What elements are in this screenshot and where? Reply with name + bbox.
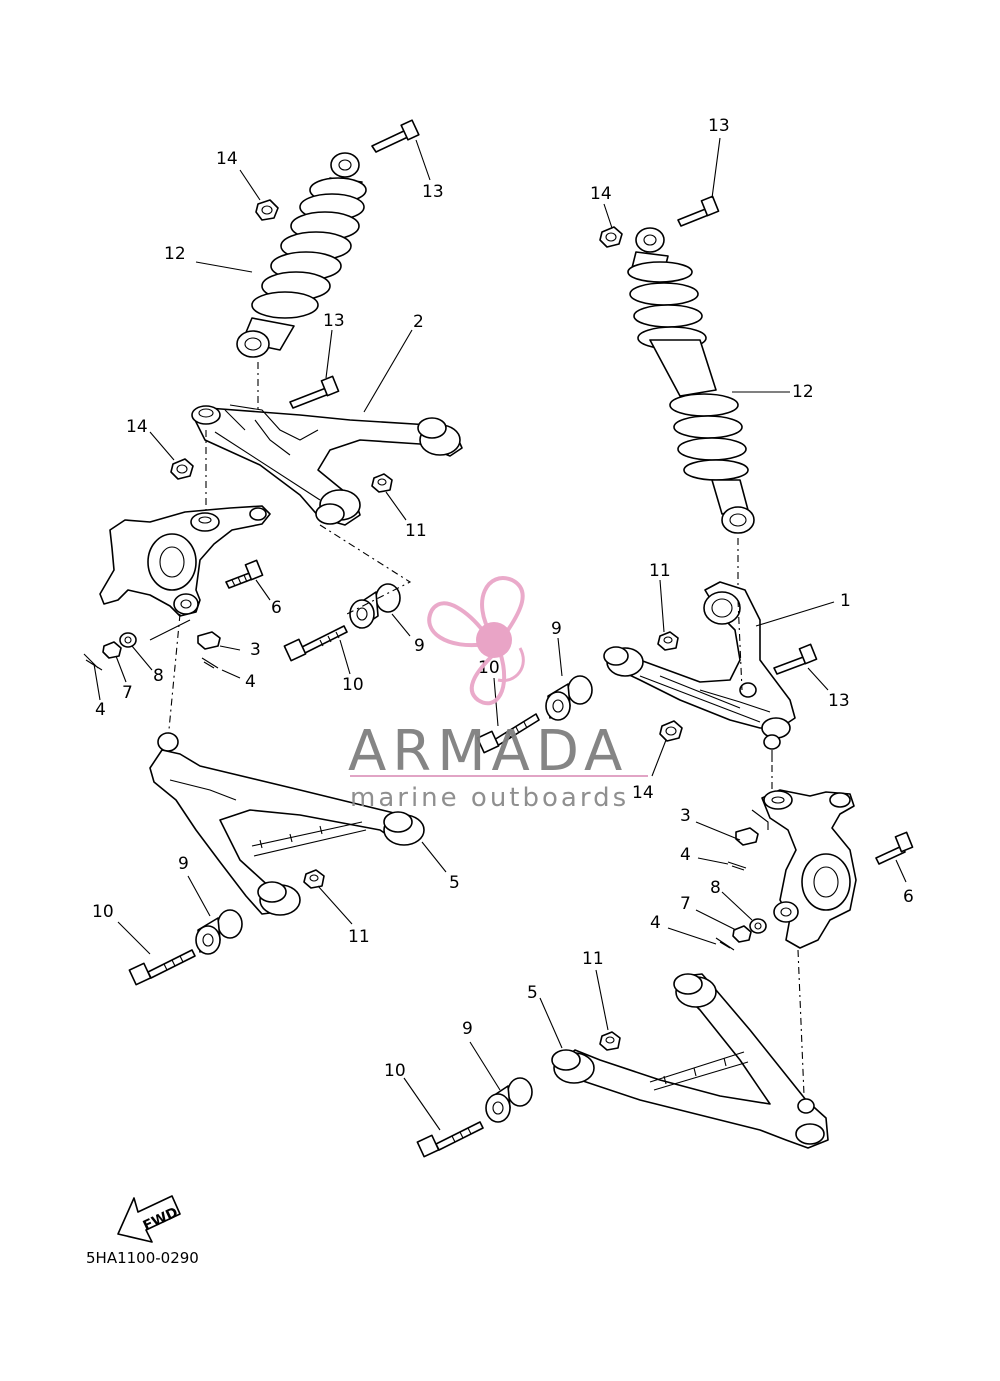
callout-9: 9	[178, 854, 189, 874]
bolt-13-upper-left	[289, 375, 340, 409]
callout-12: 12	[792, 382, 814, 402]
callout-9: 9	[462, 1019, 473, 1039]
cap-11-lower-left	[303, 869, 325, 889]
bolt-13-top-left	[371, 119, 420, 153]
callout-4: 4	[650, 913, 661, 933]
callout-8: 8	[710, 878, 721, 898]
bushing-9-upper-left	[349, 583, 401, 629]
bushing-9-lower-left	[195, 909, 243, 955]
bolt-13-top-right	[677, 195, 720, 227]
nut-7-left	[102, 641, 122, 659]
callout-7: 7	[122, 683, 133, 703]
bolt-13-upper-right	[773, 643, 818, 675]
armada-watermark: ARMADA marine outboards	[348, 576, 648, 813]
callout-13: 13	[708, 116, 730, 136]
bolt-6-right	[875, 831, 914, 865]
bushing-9-lower-right	[485, 1077, 533, 1123]
callout-13: 13	[828, 691, 850, 711]
callout-3: 3	[680, 806, 691, 826]
cotter-pin-4-right	[715, 861, 747, 951]
callout-5: 5	[449, 873, 460, 893]
callout-4: 4	[95, 700, 106, 720]
bolt-10-lower-right	[416, 1121, 484, 1158]
callout-3: 3	[250, 640, 261, 660]
callout-10: 10	[384, 1061, 406, 1081]
callout-14: 14	[632, 783, 654, 803]
washer-8-right	[749, 918, 767, 934]
nut-14-top-right	[599, 226, 623, 248]
callout-14: 14	[126, 417, 148, 437]
upper-arm-right	[603, 581, 796, 762]
bolt-10-lower-left	[128, 949, 196, 986]
callout-11: 11	[582, 949, 604, 969]
callout-10: 10	[92, 902, 114, 922]
bolt-10-upper-left	[283, 625, 348, 662]
propeller-logo-icon	[427, 576, 525, 706]
bolt-10-upper-right	[476, 713, 540, 754]
bolt-6-left	[225, 559, 264, 589]
nut-14-upper-left	[170, 458, 194, 480]
callout-6: 6	[903, 887, 914, 907]
callout-12: 12	[164, 244, 186, 264]
callout-7: 7	[680, 894, 691, 914]
right-shock-absorber	[627, 227, 755, 534]
leader-lines	[93, 137, 907, 1131]
washer-8-left	[119, 632, 137, 648]
drawing-code: 5HA1100-0290	[86, 1249, 199, 1267]
fwd-arrow-icon: FWD	[117, 1195, 181, 1243]
callout-6: 6	[271, 598, 282, 618]
callout-2: 2	[413, 312, 424, 332]
callout-4: 4	[680, 845, 691, 865]
callout-11: 11	[649, 561, 671, 581]
cap-11-lower-right	[599, 1031, 621, 1051]
cap-11-upper-right	[657, 631, 679, 651]
nut-3-right	[735, 827, 759, 846]
callout-numbers: 1233444455667788999910101010111111111212…	[92, 116, 914, 1081]
upper-arm-left	[191, 404, 463, 526]
callout-14: 14	[216, 149, 238, 169]
callout-9: 9	[414, 636, 425, 656]
nut-3-left	[197, 631, 221, 650]
watermark-tagline: marine outboards	[350, 783, 629, 813]
knuckle-right	[751, 789, 857, 949]
left-shock-absorber	[236, 152, 367, 358]
callout-10: 10	[342, 675, 364, 695]
callout-14: 14	[590, 184, 612, 204]
callout-11: 11	[348, 927, 370, 947]
lower-arm-right	[551, 973, 829, 1149]
callout-4: 4	[245, 672, 256, 692]
knuckle-left	[99, 505, 271, 617]
callout-13: 13	[323, 311, 345, 331]
callout-8: 8	[153, 666, 164, 686]
bushing-9-upper-right	[545, 675, 593, 721]
cotter-pin-4-left	[83, 653, 219, 671]
callout-1: 1	[840, 591, 851, 611]
watermark-brand: ARMADA	[348, 719, 628, 784]
nut-7-right	[732, 925, 752, 943]
cap-11-upper-left	[371, 473, 393, 493]
callout-13: 13	[422, 182, 444, 202]
nut-14-top-left	[255, 199, 279, 221]
nut-14-lower-right	[659, 720, 683, 742]
callout-9: 9	[551, 619, 562, 639]
callout-5: 5	[527, 983, 538, 1003]
callout-11: 11	[405, 521, 427, 541]
lower-arm-left	[149, 732, 425, 916]
